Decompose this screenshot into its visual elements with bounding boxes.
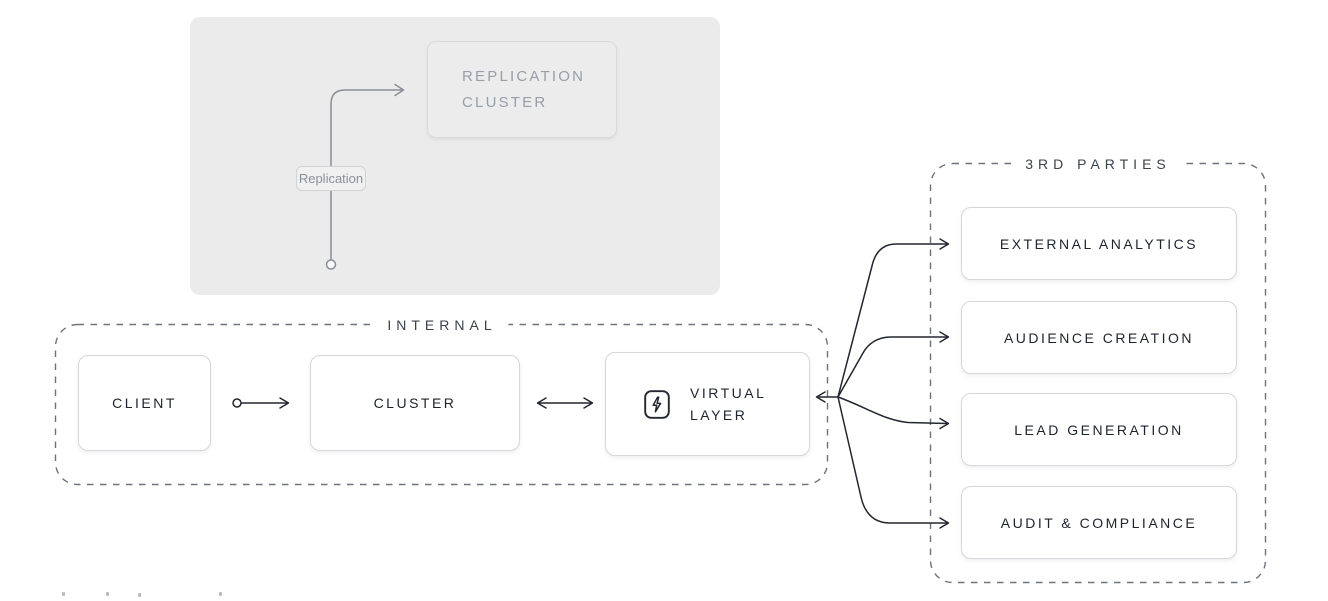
fan-to-audit-compliance-arrow	[837, 396, 950, 529]
audience-creation-node: AUDIENCE CREATION	[961, 301, 1237, 374]
cutoff-text-fragment	[138, 593, 141, 597]
fan-to-external-analytics-arrow	[837, 238, 950, 398]
cutoff-text-fragment	[106, 592, 109, 596]
external-analytics-node: EXTERNAL ANALYTICS	[961, 207, 1237, 280]
virtual-layer-label-line2: LAYER	[690, 407, 748, 423]
cutoff-text-fragment	[219, 592, 222, 596]
internal-group-label: INTERNAL	[375, 315, 509, 335]
lead-generation-node: LEAD GENERATION	[961, 393, 1237, 466]
replication-cluster-label-line2: CLUSTER	[462, 93, 548, 111]
fan-to-lead-generation-arrow	[837, 396, 950, 430]
cluster-virtual-bidirectional-arrow	[536, 397, 594, 409]
third-parties-group-label: 3RD PARTIES	[1013, 154, 1183, 174]
virtual-layer-node: VIRTUAL LAYER	[605, 352, 810, 456]
cutoff-text-fragment	[62, 592, 65, 596]
replication-flow-label: Replication	[296, 166, 366, 191]
replication-cluster-label-line1: REPLICATION	[462, 67, 586, 85]
audit-compliance-node: AUDIT & COMPLIANCE	[961, 486, 1237, 559]
lightning-bolt-icon	[644, 389, 670, 419]
replication-cluster-node: REPLICATION CLUSTER	[427, 41, 617, 138]
virtual-layer-label-line1: VIRTUAL	[690, 385, 767, 401]
client-to-cluster-arrow	[232, 397, 290, 409]
fan-to-virtual-arrow	[815, 391, 839, 403]
cluster-node: CLUSTER	[310, 355, 520, 451]
client-node: CLIENT	[78, 355, 211, 451]
fan-to-audience-creation-arrow	[837, 331, 950, 398]
